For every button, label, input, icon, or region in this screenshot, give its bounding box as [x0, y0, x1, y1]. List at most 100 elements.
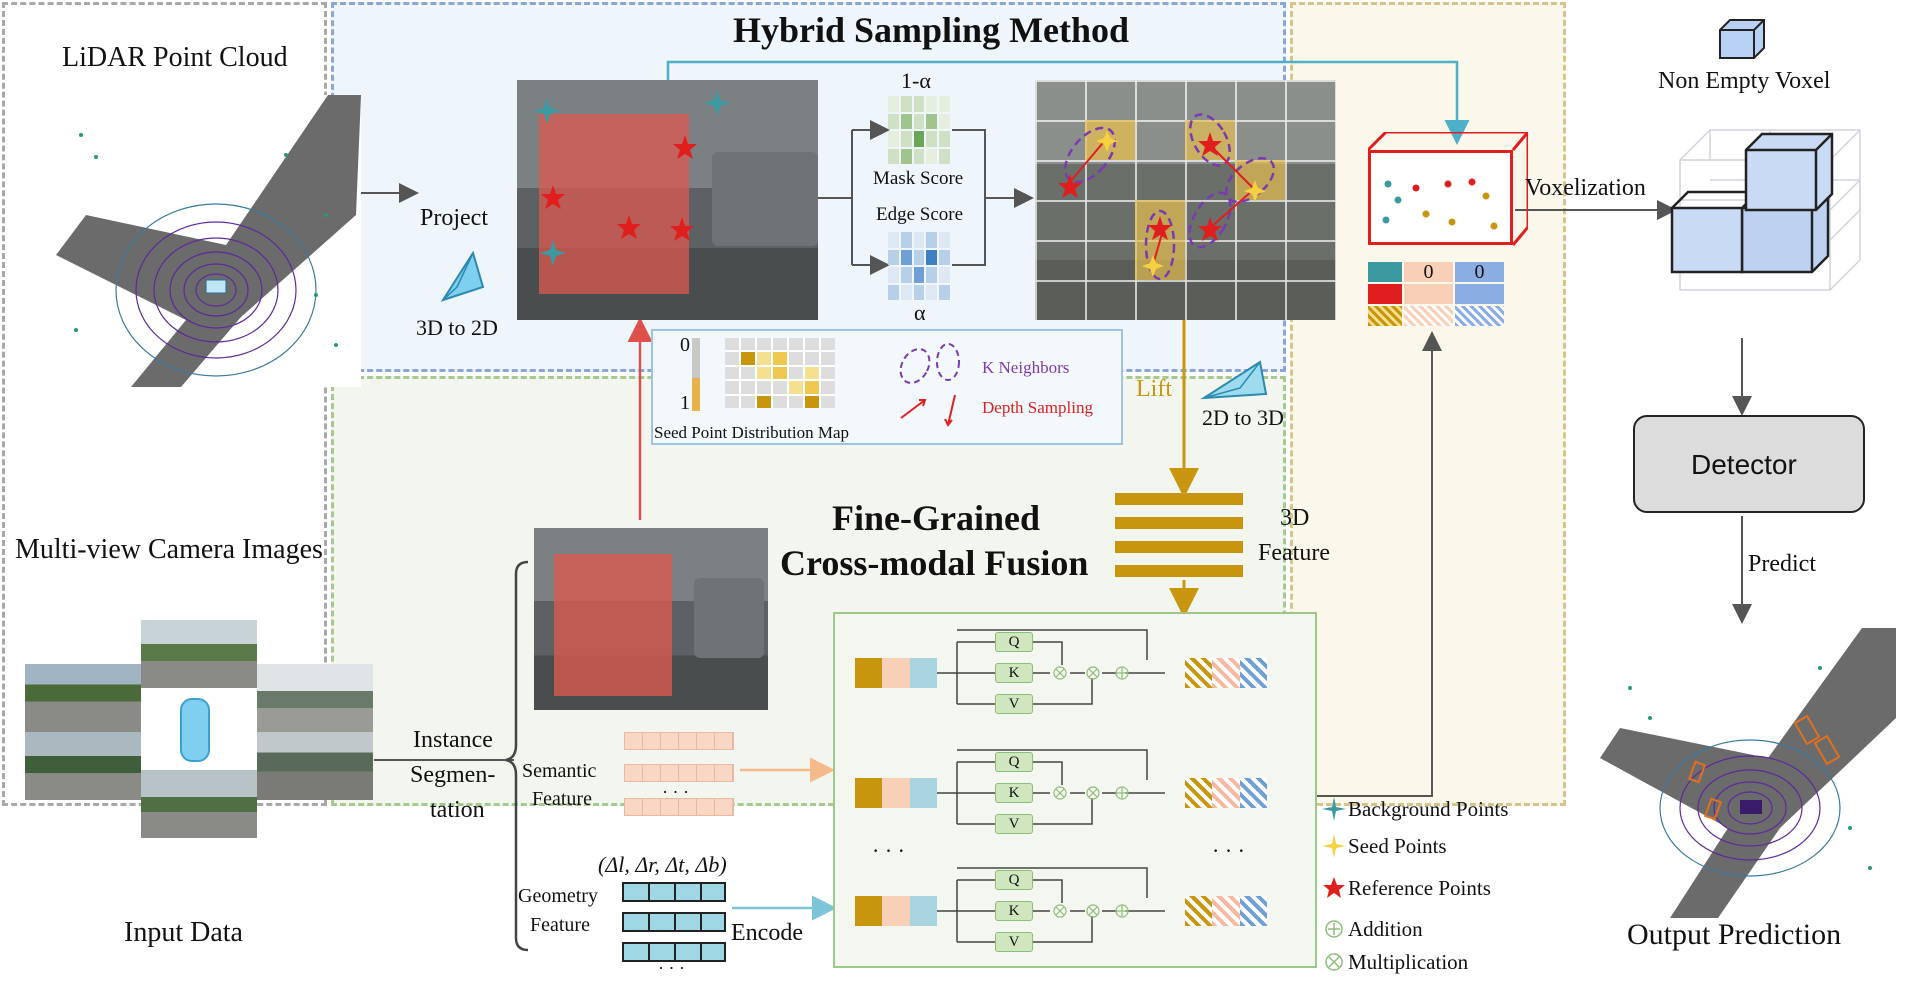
q-box-2: Q — [995, 752, 1033, 772]
seed-distribution-grid — [725, 338, 835, 408]
output-prediction-footer: Output Prediction — [1627, 918, 1842, 951]
input-data-footer: Input Data — [124, 917, 243, 948]
geometry-feature-blocks — [622, 882, 726, 964]
project-label-visible: Project — [420, 205, 488, 231]
mask-weight: 1-α — [901, 68, 931, 93]
depth-sampling-label: Depth Sampling — [982, 398, 1093, 417]
semantic-label-line1: Semantic — [522, 760, 597, 782]
semantic-ellipsis: · · · — [662, 782, 689, 802]
edge-score-label: Edge Score — [876, 204, 964, 225]
feature-3d-label-line1: 3D — [1280, 505, 1310, 531]
k-box-3: K — [995, 901, 1033, 921]
multiplication-icon — [1325, 953, 1343, 971]
neighbor-sampling-marks — [1058, 113, 1276, 281]
hybrid-title: Hybrid Sampling Method — [733, 10, 1130, 50]
addition-icon — [1325, 920, 1343, 938]
fusion-title-line2: Cross-modal Fusion — [780, 543, 1089, 583]
attention-row-3: Q K V — [855, 858, 1275, 958]
instance-seg-line1: Instance — [413, 727, 493, 753]
scale-bottom-label: 1 — [680, 392, 690, 414]
three-to-two-label: 3D to 2D — [416, 315, 498, 340]
mask-score-label: Mask Score — [873, 168, 964, 189]
rows-ellipsis-right: · · · — [1212, 838, 1245, 863]
detector-label: Detector — [1691, 449, 1797, 480]
geometry-label-line1: Geometry — [518, 885, 598, 907]
camera-back-right — [257, 732, 373, 800]
reference-point-icon — [1323, 877, 1345, 898]
output-token-3 — [1185, 896, 1267, 926]
lift-label: Lift — [1136, 376, 1172, 402]
v-box-2: V — [995, 814, 1033, 834]
detector-box — [1633, 415, 1865, 513]
k-box-2: K — [995, 783, 1033, 803]
instance-seg-line3: tation — [430, 797, 485, 823]
attention-row-1: Q K V — [855, 620, 1275, 720]
output-token-1 — [1185, 658, 1267, 688]
encode-label: Encode — [731, 920, 803, 946]
addition-label: Addition — [1348, 917, 1423, 941]
geometry-label-line2: Feature — [530, 914, 590, 936]
geometry-deltas: (Δl, Δr, Δt, Δb) — [598, 852, 727, 877]
rows-ellipsis-left: · · · — [872, 838, 905, 863]
seed-map-label: Seed Point Distribution Map — [654, 423, 850, 442]
frustum-3d-to-2d-icon — [435, 245, 485, 310]
semantic-feature-blocks — [624, 732, 734, 818]
geometry-ellipsis: · · · — [658, 958, 685, 978]
join-arrows — [952, 129, 1030, 266]
camera-front-right — [257, 664, 373, 732]
feature-3d-stack — [1115, 493, 1243, 579]
scale-top-label: 0 — [680, 334, 690, 356]
multi-view-camera-images — [25, 620, 375, 838]
voxel-cube-icon — [1718, 18, 1766, 65]
attention-row-2: Q K V — [855, 740, 1275, 840]
lidar-point-cloud-image — [56, 95, 361, 387]
fusion-output-arrow — [1316, 331, 1442, 797]
camera-front — [141, 620, 257, 688]
lidar-title: LiDAR Point Cloud — [62, 42, 288, 73]
q-box-1: Q — [995, 632, 1033, 652]
q-box-3: Q — [995, 870, 1033, 890]
neighbor-legend-icons — [899, 343, 960, 427]
ego-car-icon — [180, 698, 210, 762]
multiplication-label: Multiplication — [1348, 950, 1469, 974]
output-prediction-image — [1600, 628, 1896, 918]
instance-segmentation-image — [534, 528, 768, 710]
non-empty-voxel-label: Non Empty Voxel — [1658, 68, 1831, 94]
input-token-3 — [855, 896, 937, 926]
projected-truck-image — [517, 80, 818, 320]
voxel-value-0: 0 — [1404, 262, 1453, 282]
mask-score-grid — [888, 96, 950, 164]
top-skip-arrow — [666, 60, 1470, 145]
camera-back-left — [25, 732, 141, 800]
output-panel — [1290, 2, 1566, 806]
v-box-3: V — [995, 932, 1033, 952]
k-box-1: K — [995, 663, 1033, 683]
input-token-2 — [855, 778, 937, 808]
background-point-icon — [1322, 797, 1346, 821]
seed-scale-bar — [692, 338, 700, 411]
voxel-grid-illustration — [1670, 129, 1861, 291]
camera-front-left — [25, 664, 141, 732]
seed-points-label: Seed Points — [1348, 834, 1447, 858]
split-arrows — [818, 129, 886, 266]
feature-3d-label-line2: Feature — [1258, 540, 1330, 566]
background-points-label: Background Points — [1348, 797, 1509, 821]
fusion-title-line1: Fine-Grained — [832, 498, 1040, 538]
voxel-box-3d — [1368, 132, 1528, 246]
two-to-three-label: 2D to 3D — [1202, 405, 1284, 430]
voxel-feature-table: 0 0 — [1368, 262, 1504, 326]
instance-seg-line2: Segmen- — [410, 762, 496, 788]
semantic-label-line2: Feature — [532, 788, 592, 810]
camera-title: Multi-view Camera Images — [15, 534, 323, 565]
edge-score-grid — [888, 232, 950, 300]
edge-weight: α — [914, 300, 926, 325]
k-neighbors-label: K Neighbors — [982, 358, 1070, 377]
camera-back — [141, 770, 257, 838]
output-token-2 — [1185, 778, 1267, 808]
frustum-2d-to-3d-icon — [1200, 358, 1270, 409]
input-token-1 — [855, 658, 937, 688]
reference-points-label: Reference Points — [1348, 876, 1491, 900]
v-box-1: V — [995, 694, 1033, 714]
voxelization-label: Voxelization — [1525, 175, 1646, 201]
voxel-value-1: 0 — [1455, 262, 1504, 282]
